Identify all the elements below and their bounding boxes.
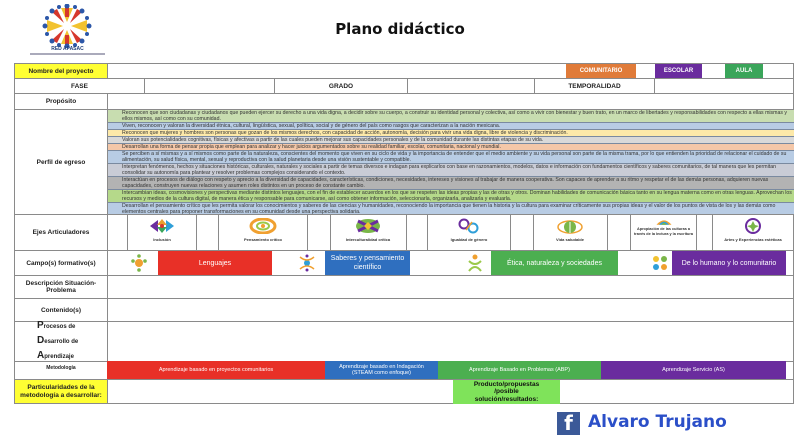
proposito-label: Propósito (14, 93, 108, 110)
perfil-item: Reconocen que son ciudadanas y ciudadano… (108, 110, 794, 123)
eje-interculturalidad[interactable]: Interculturalidad crítica (332, 218, 404, 242)
page-title: Plano didáctico (335, 20, 465, 38)
pda-field[interactable] (107, 321, 794, 362)
eje-igualdad-genero[interactable]: Igualdad de género (429, 218, 509, 242)
grado-field[interactable] (407, 78, 535, 94)
campos-label: Campo(s) formativo(s) (14, 250, 108, 276)
particularidades-label: Particularidades de la metodología a des… (14, 379, 108, 404)
perfil-item: Desarrollan una forma de pensar propia q… (108, 144, 794, 151)
critical-thinking-icon (249, 218, 277, 234)
perfil-item: Intercambian ideas, cosmovisiones y pers… (108, 190, 794, 203)
perfil-item: Se perciben a sí mismas y a sí mismos co… (108, 151, 794, 164)
proposito-field[interactable] (107, 93, 794, 110)
interculturality-icon (356, 219, 380, 233)
descripcion-label: Descripción Situación- Problema (14, 275, 108, 299)
ambit-aula[interactable]: AULA (725, 64, 763, 78)
fase-field[interactable] (144, 78, 275, 94)
etica-icon (468, 254, 482, 272)
metodo-proyectos-comunitarios[interactable]: Aprendizaje basado en proyectos comunita… (107, 361, 325, 379)
campo-etica[interactable]: Ética, naturaleza y sociedades (491, 251, 618, 275)
descripcion-field[interactable] (107, 275, 794, 299)
producto-label: Producto/propuestas /posible solución/re… (453, 380, 560, 404)
reading-writing-icon (656, 220, 671, 225)
perfil-egreso-label: Perfil de egreso (14, 109, 108, 215)
lenguajes-icon (131, 254, 147, 272)
ambit-comunitario[interactable]: COMUNITARIO (566, 64, 636, 78)
perfil-item: Interpretan fenómenos, hechos y situacio… (108, 164, 794, 177)
eje-pensamiento-critico[interactable]: Pensamiento crítico (220, 218, 306, 242)
eje-artes[interactable]: Artes y Experiencias estéticas (714, 218, 792, 242)
metodo-aprendizaje-servicio[interactable]: Aprendizaje Servicio (AS) (601, 361, 786, 379)
author-name: Alvaro Trujano (588, 412, 727, 432)
metodo-indagacion-steam[interactable]: Aprendizaje basado en Indagación (STEAM … (325, 361, 438, 379)
metodologia-label: Metodología (14, 361, 108, 380)
ambit-escolar[interactable]: ESCOLAR (655, 64, 702, 78)
eje-vida-saludable[interactable]: Vida saludable (535, 218, 605, 242)
perfil-item: Valoran sus potencialidades cognitivas, … (108, 137, 794, 144)
eje-apropiacion-culturas[interactable]: Apropiación de las culturas a través de … (632, 216, 695, 236)
eje-inclusion[interactable]: Inclusión (130, 218, 194, 242)
arts-icon (745, 218, 761, 234)
metodo-abp[interactable]: Aprendizaje Basado en Problemas (ABP) (438, 361, 601, 379)
campo-saberes[interactable]: Saberes y pensamiento científico (325, 251, 410, 275)
gender-equality-icon (458, 218, 479, 234)
ejes-label: Ejes Articuladores (14, 214, 108, 251)
red-apasac-logo: RED APASAC (25, 3, 110, 56)
temporalidad-field[interactable] (654, 78, 794, 94)
campo-lenguajes[interactable]: Lenguajes (158, 251, 272, 275)
pda-label: Procesos de Desarrollo de Aprendizaje (14, 320, 108, 362)
particularidades-field[interactable] (107, 379, 794, 404)
campo-humano-comunitario[interactable]: De lo humano y lo comunitario (672, 251, 786, 275)
facebook-icon: f (557, 411, 580, 435)
grado-label: GRADO (274, 78, 408, 94)
fase-label: FASE (14, 78, 145, 94)
logo-text: RED APASAC (51, 46, 84, 52)
saberes-icon (299, 254, 315, 272)
healthy-life-icon (557, 220, 583, 234)
contenidos-field[interactable] (107, 298, 794, 322)
perfil-item: Reconocen que mujeres y hombres son pers… (108, 130, 794, 137)
perfil-item: Viven, reconocen y valoran la diversidad… (108, 123, 794, 130)
perfil-item: Interactúan en procesos de diálogo con r… (108, 177, 794, 190)
logo-subtitle-line (30, 53, 105, 55)
inclusion-icon (150, 219, 174, 233)
humano-comunitario-icon (653, 256, 667, 270)
temporalidad-label: TEMPORALIDAD (534, 78, 655, 94)
project-name-label: Nombre del proyecto (14, 63, 108, 79)
logo-people-icon (42, 3, 92, 49)
